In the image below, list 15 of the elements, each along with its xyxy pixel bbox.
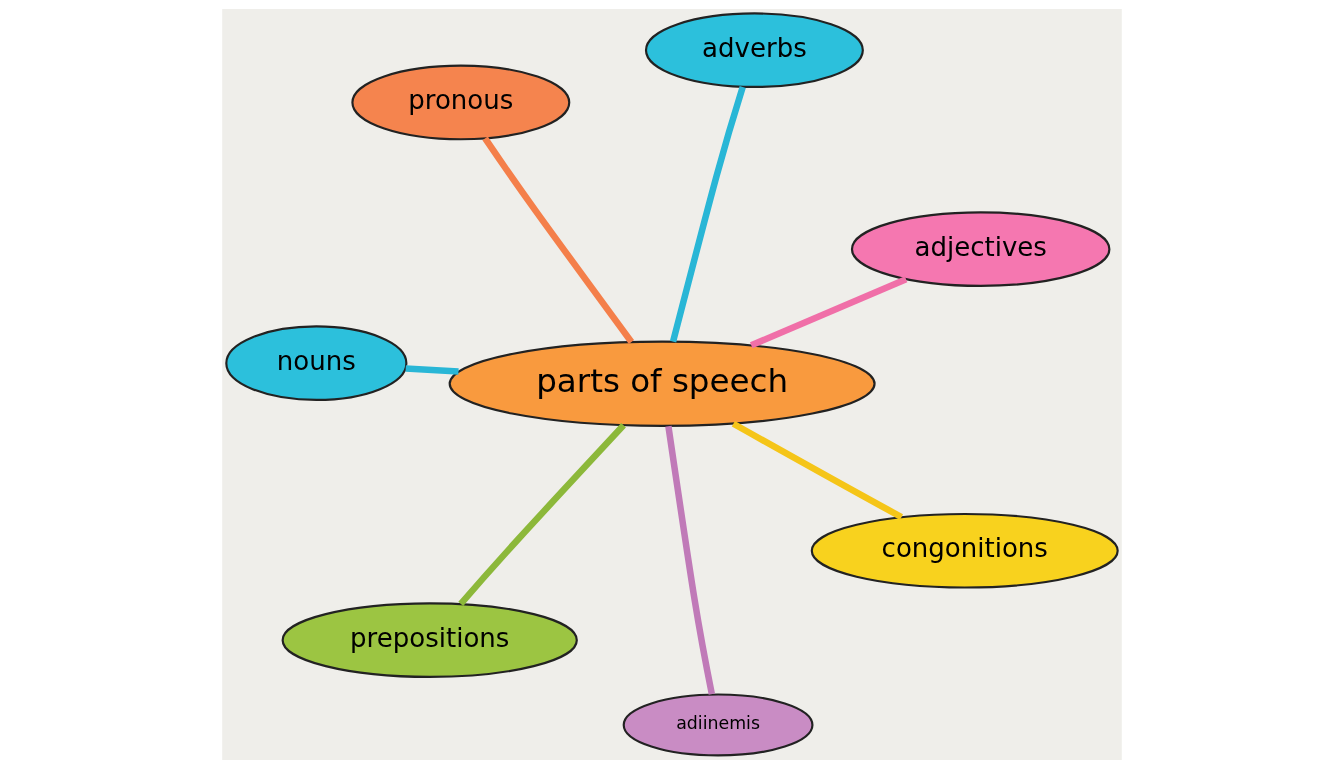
connector bbox=[482, 136, 635, 344]
node-ellipse: prepositions bbox=[281, 601, 578, 678]
connector bbox=[669, 85, 746, 342]
node-ellipse: adjectives bbox=[850, 210, 1111, 287]
connector bbox=[731, 420, 904, 520]
node-ellipse: parts of speech bbox=[448, 340, 876, 427]
node-ellipse: congonitions bbox=[810, 512, 1119, 589]
node-ellipse: pronous bbox=[351, 64, 571, 140]
node-ellipse: adverbs bbox=[644, 11, 864, 88]
node-ellipse: adiinemis bbox=[622, 692, 814, 756]
connector bbox=[665, 425, 716, 695]
connector bbox=[749, 275, 908, 348]
connector bbox=[458, 422, 626, 606]
node-ellipse: nouns bbox=[225, 324, 408, 401]
connector bbox=[405, 364, 459, 375]
